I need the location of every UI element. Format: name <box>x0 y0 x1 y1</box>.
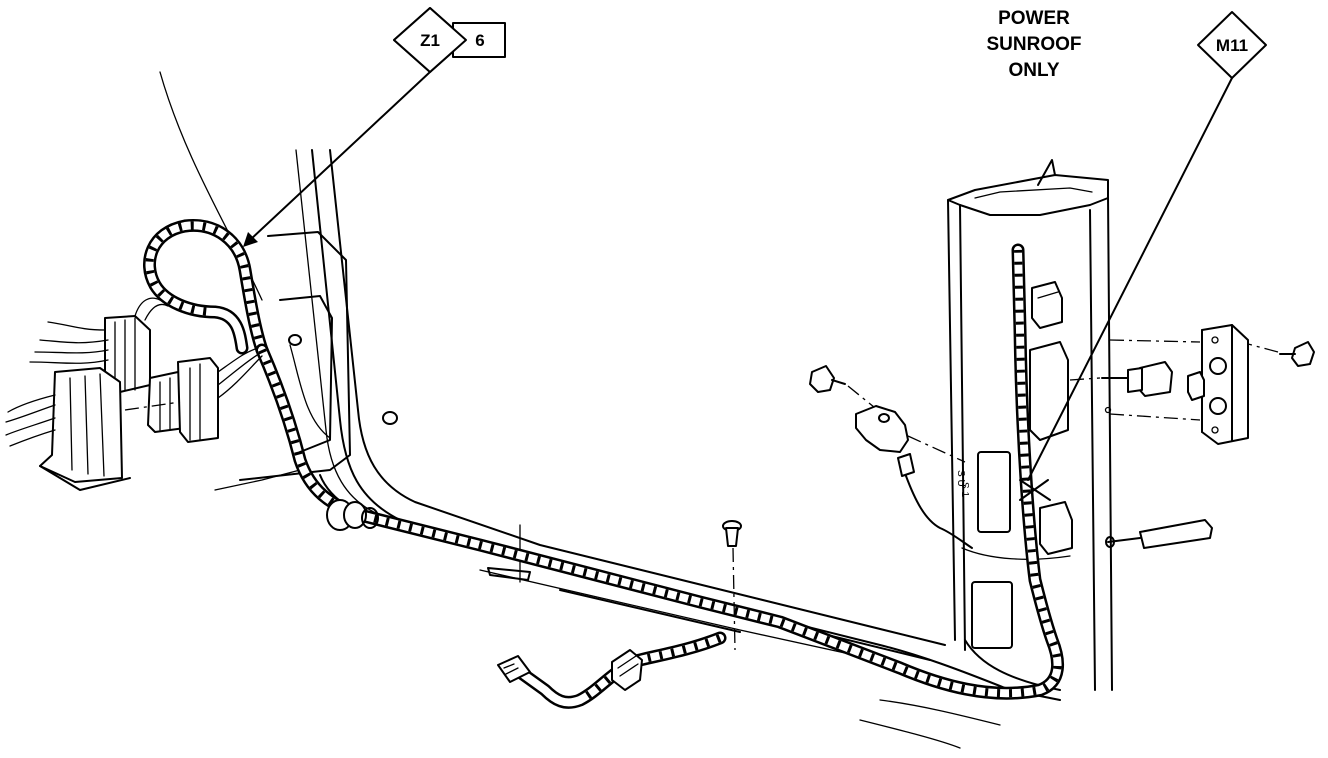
wires-top-fan <box>134 297 169 321</box>
bezel-screw-top <box>1211 336 1219 344</box>
b-pillar-face-right <box>1089 209 1096 691</box>
bolt-a-pillar <box>382 411 398 425</box>
callout-m11-leader <box>1027 77 1233 481</box>
kick-panel <box>239 231 351 481</box>
wires-upper <box>29 321 109 364</box>
a-pillar-front-edge <box>295 149 381 516</box>
callout-z1-leader <box>249 71 431 241</box>
b-pillar-rear <box>1107 194 1113 691</box>
dash-bolt <box>847 385 891 421</box>
b-pillar-top <box>947 174 1109 216</box>
b-pillar-step <box>961 547 1071 560</box>
body-structure <box>159 71 1061 749</box>
b-pillar-slot-lower <box>971 581 1013 649</box>
sensor-body <box>1139 519 1213 549</box>
b-pillar-marking-2: S 1 <box>959 482 970 497</box>
wires-lower <box>5 394 56 447</box>
floor-connector-pins <box>503 663 519 675</box>
note-line-3: ONLY <box>1008 60 1059 81</box>
switch-connector <box>1187 371 1205 401</box>
bezel-screw <box>1291 341 1315 367</box>
pillar-hole-small <box>1104 406 1112 414</box>
kick-clip <box>279 295 333 453</box>
bolt-shank <box>831 379 846 385</box>
b-pillar-slot-upper <box>977 451 1011 533</box>
grommet-core <box>361 507 379 529</box>
sunroof-switch-stem <box>1127 367 1143 393</box>
mating-connector-2 <box>177 357 219 443</box>
push-pin-shank <box>725 527 739 547</box>
b-pillar-marking: S U <box>955 470 966 487</box>
connector-block-lower <box>39 367 123 483</box>
note-line-1: POWER <box>998 8 1070 29</box>
bolt-head <box>809 365 835 393</box>
push-pin <box>722 520 742 651</box>
callout-z1-label: Z1 <box>420 31 440 50</box>
grommet-inner <box>343 501 367 529</box>
a-pillar-inner <box>329 149 946 646</box>
callout-z1: Z1 6 <box>243 7 506 247</box>
dash-lamp-pillar <box>907 435 966 463</box>
rocker-sill <box>559 589 741 633</box>
harness-cross <box>1019 479 1051 501</box>
note-line-2: SUNROOF <box>987 34 1082 55</box>
harness-run <box>255 243 1065 700</box>
floor-connector-body <box>497 655 531 683</box>
connector-block-lower-face <box>69 373 105 477</box>
left-connectors <box>5 297 263 491</box>
b-pillar-front <box>947 199 956 641</box>
callout-m11-label: M11 <box>1216 36 1248 55</box>
courtesy-lamp-socket <box>897 453 915 477</box>
bezel-hole-lower <box>1209 397 1227 415</box>
harness-run-tape <box>258 249 1062 698</box>
kick-panel-lower <box>214 469 301 491</box>
push-pin-dash <box>732 547 736 651</box>
dash-screw-bezel <box>1247 343 1279 353</box>
floor-edge-2 <box>879 699 1001 726</box>
floor-clip-detail <box>617 655 639 677</box>
courtesy-lamp-hole <box>878 413 890 423</box>
b-pillar-face-left <box>959 204 966 651</box>
dash-bezel-lower <box>1109 413 1201 421</box>
courtesy-lamp <box>855 405 909 453</box>
bezel-screw-bottom <box>1211 426 1219 434</box>
rocker-lower <box>319 474 1061 701</box>
bezel-hole-upper <box>1209 357 1227 375</box>
dash-switch <box>1069 377 1101 381</box>
mating-connector-ridges <box>159 363 201 441</box>
sensor-cap <box>1105 536 1115 548</box>
courtesy-lamp-wire <box>905 475 973 549</box>
kick-clip-hole <box>288 334 302 346</box>
callout-m11: M11 <box>1027 11 1267 481</box>
wires-to-mating <box>217 347 263 399</box>
sunroof-switch <box>1137 361 1173 397</box>
harness-branch-floor-tape <box>578 634 722 704</box>
main-harness <box>143 218 1065 709</box>
connector-base <box>39 465 131 491</box>
kick-hardware <box>279 295 398 453</box>
note-power-sunroof: POWER SUNROOF ONLY <box>987 8 1082 81</box>
bracket-lower <box>1039 501 1073 555</box>
connector-block-upper-face <box>114 317 136 391</box>
sunroof-components <box>809 281 1315 555</box>
bracket-mid <box>1029 341 1069 441</box>
floor-clip <box>611 649 643 691</box>
b-pillar-top-inner <box>974 187 1093 199</box>
floor-edge <box>859 719 961 749</box>
bracket-upper <box>1031 281 1063 329</box>
sill-bracket <box>487 567 531 581</box>
dash-pillar-bezel <box>1109 339 1201 343</box>
sill-grommet <box>326 499 379 531</box>
b-pillar-top-notch <box>1037 159 1056 186</box>
kick-wire <box>289 344 331 439</box>
callout-z1-detail: 6 <box>475 31 484 50</box>
bracket-upper-rib <box>1037 291 1059 299</box>
floor-connector <box>497 649 643 691</box>
harness-run-inner <box>258 246 1062 698</box>
callout-z1-arrowhead <box>243 232 258 247</box>
connector-dash <box>124 401 181 411</box>
switch-bezel <box>1201 324 1249 445</box>
